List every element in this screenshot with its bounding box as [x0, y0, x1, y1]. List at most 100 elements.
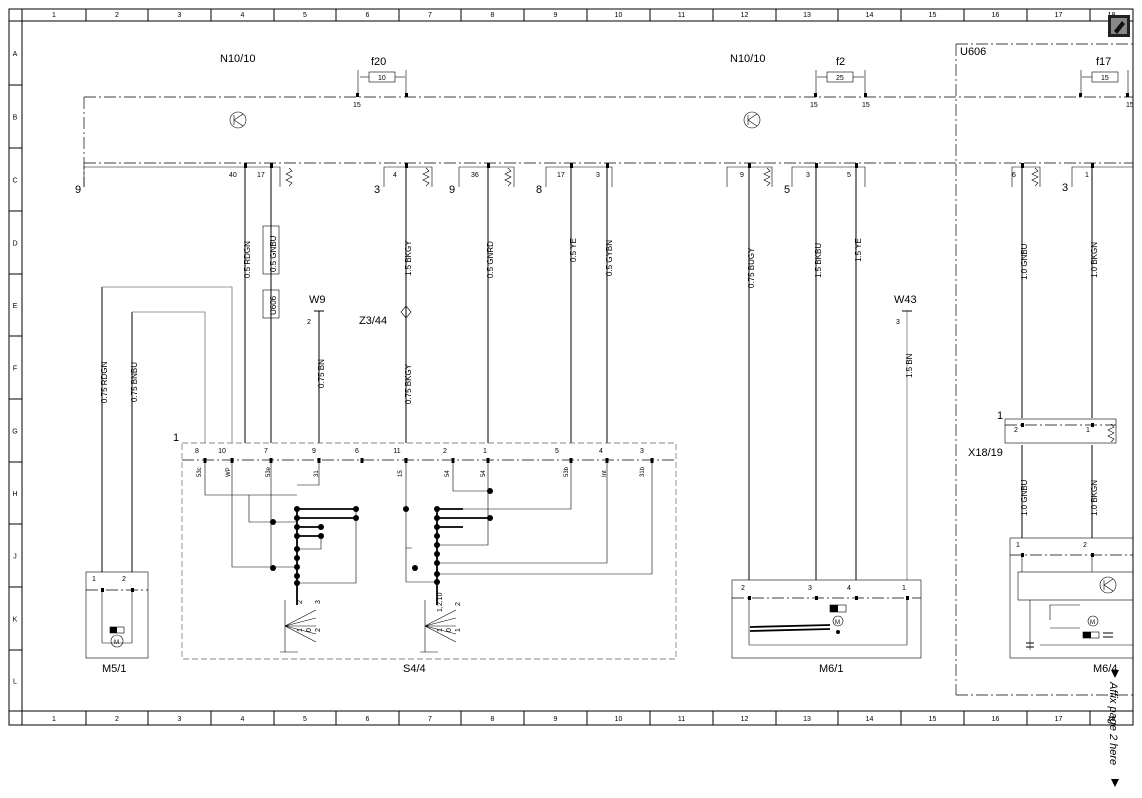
grid-row-label: C: [12, 178, 17, 185]
label-w9: W9: [309, 294, 326, 306]
w9-pin: 2: [307, 319, 311, 326]
grid-column-label: 4: [241, 716, 245, 723]
grid-column-label: 12: [741, 716, 749, 723]
pin-3: 3: [596, 172, 600, 179]
x18-pin: 1: [997, 410, 1003, 422]
s4-pin-mark: [317, 458, 321, 463]
page-corner-icon: [1108, 15, 1130, 37]
s4-pin-mark: [486, 458, 490, 463]
s4-terminal-label: 31b: [640, 466, 646, 477]
conn-3b: 3: [1062, 182, 1068, 194]
s4-pin-mark: [404, 458, 408, 463]
transistor-icon: [743, 111, 761, 129]
grid-column-label: 15: [929, 716, 937, 723]
label-z3-44: Z3/44: [359, 315, 387, 327]
switch-pos: 2: [315, 628, 322, 632]
grid-column-label: 3: [178, 716, 182, 723]
x18-pin: 1: [1086, 427, 1090, 434]
label-f2: f2: [836, 56, 845, 68]
m6-1-pin: 4: [847, 585, 851, 592]
m6-4-motor: [1009, 537, 1134, 659]
s4-4-switch: [181, 442, 677, 660]
pin-numbers: 15 15 15 15 40 17 4 36 17 3 9 3 5 6 1: [229, 102, 1134, 179]
s4-pin-mark: [360, 458, 364, 463]
switch-pos: 0: [446, 628, 453, 632]
grid-column-label: 2: [115, 12, 119, 19]
wire-label: 0.75 BN: [317, 359, 326, 388]
grid-column-label: 1: [52, 12, 56, 19]
switch-pos: 1,2,10: [437, 592, 444, 612]
affix-arrows: [1111, 670, 1119, 787]
grid-column-label: 8: [491, 716, 495, 723]
grid-column-label: 10: [615, 716, 623, 723]
m6-4-pin: 2: [1083, 542, 1087, 549]
grid-row-label: L: [13, 679, 17, 686]
s4-terminal-label: 15: [398, 470, 404, 477]
wire-label: 1.5 BKBU: [814, 243, 823, 278]
switch-pos: 1: [437, 628, 444, 632]
grid-row-label: K: [13, 617, 18, 624]
label-s4-4: S4/4: [403, 663, 426, 675]
pin-1: 1: [1085, 172, 1089, 179]
wire-label: 0.5 RDGN: [243, 241, 252, 278]
grid-column-label: 17: [1055, 12, 1063, 19]
grid-column-label: 14: [866, 716, 874, 723]
grid-row-label: J: [13, 554, 17, 561]
x18-19-connector: [1004, 418, 1117, 444]
pin-15: 15: [1126, 102, 1134, 109]
grid-column-label: 14: [866, 12, 874, 19]
pin-3: 3: [806, 172, 810, 179]
s4-terminal-label: WP: [226, 467, 232, 477]
label-m6-1: M6/1: [819, 663, 843, 675]
fuse-f2: [814, 70, 867, 97]
column-labels: 1122334455667788991010111112121313141415…: [52, 12, 1115, 723]
grid-column-label: 18: [1108, 716, 1116, 723]
label-m5-1: M5/1: [102, 663, 126, 675]
pin-17: 17: [557, 172, 565, 179]
switch-positions: 2 1 0 2 3 1,2,10 1 0 1 2: [297, 592, 462, 632]
s4-pin-mark: [451, 458, 455, 463]
fuse-f17: [1079, 70, 1129, 97]
label-n10-10-right: N10/10: [730, 53, 765, 65]
wire-label: 0.5 YE: [569, 238, 578, 262]
pin-15: 15: [810, 102, 818, 109]
label-f20-rating: 10: [378, 75, 386, 82]
conn-9b: 9: [449, 184, 455, 196]
s4-terminal-label: 31: [314, 470, 320, 477]
x18-pin: 2: [1014, 427, 1018, 434]
s4-pin-number: 5: [555, 448, 559, 455]
transistor-icon: [229, 111, 247, 129]
s4-terminal-label: 53b: [564, 466, 570, 477]
grid-column-label: 11: [678, 716, 685, 723]
motor-icon: M: [1090, 620, 1095, 626]
grid-column-label: 9: [554, 12, 558, 19]
s4-pin-mark: [605, 458, 609, 463]
m6-4-pin: 1: [1016, 542, 1020, 549]
wire-label: 1.0 BKGN: [1090, 480, 1099, 516]
wire-label: 0.5 GNBU: [269, 235, 278, 272]
resistor-icons: [285, 167, 1115, 443]
grid-column-label: 13: [803, 716, 811, 723]
s4-pin-number: 9: [312, 448, 316, 455]
s4-pin-number: 8: [195, 448, 199, 455]
pin-36: 36: [471, 172, 479, 179]
pin-9: 9: [740, 172, 744, 179]
wire-labels: 0.5 RDGN 0.5 GNBU U606 1.5 BKGY 0.5 GNRD…: [100, 235, 1099, 516]
label-u606: U606: [960, 46, 986, 58]
grid-row-label: H: [12, 491, 17, 498]
s4-pin-mark: [269, 458, 273, 463]
pin-15: 15: [862, 102, 870, 109]
m5-pin: 2: [122, 576, 126, 583]
wire-label: 1.5 BKGY: [404, 240, 413, 276]
pin-15: 15: [353, 102, 361, 109]
grid-row-label: A: [13, 51, 18, 58]
grid-column-label: 9: [554, 716, 558, 723]
component-pins: 1 2 2 3 4 1 2 1 1 2 M M M: [92, 427, 1095, 646]
s4-pin-mark: [230, 458, 234, 463]
wire-label: 1.5 BN: [905, 353, 914, 378]
wire-label: U606: [269, 295, 278, 315]
switch-pos: 2: [455, 602, 462, 606]
wire-label: 0.5 GNRD: [486, 241, 495, 278]
